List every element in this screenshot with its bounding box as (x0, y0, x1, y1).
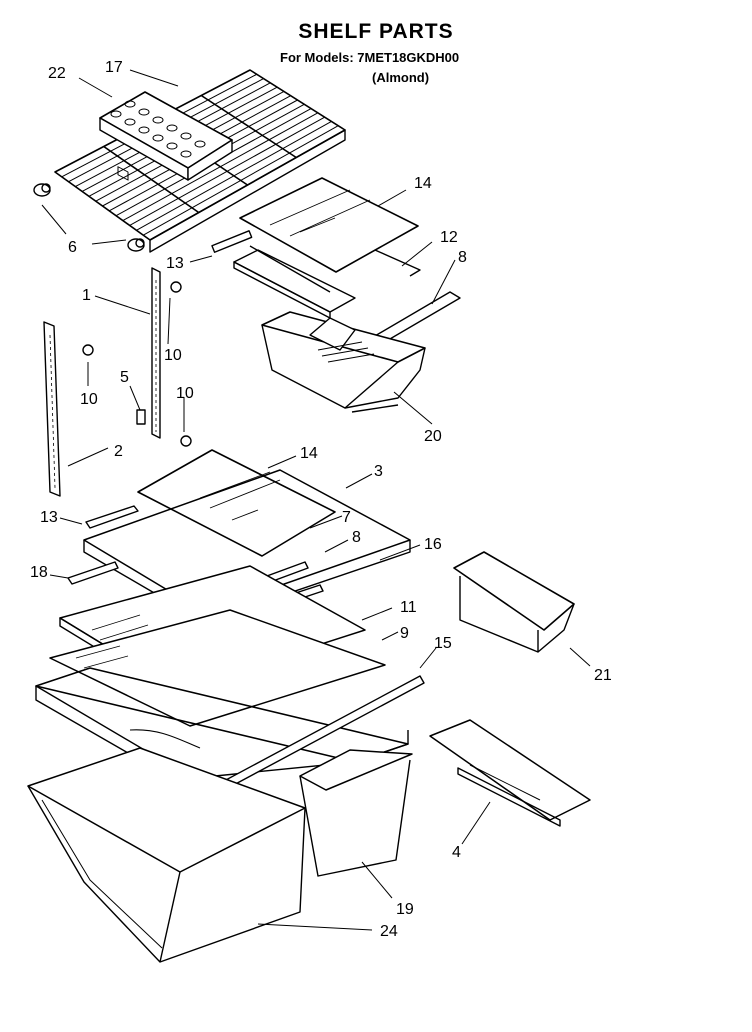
callout-10-left: 10 (80, 391, 98, 408)
callout-16: 16 (424, 536, 442, 553)
callout-12: 12 (440, 229, 458, 246)
crisper-lid-frame (49, 565, 386, 727)
callout-19: 19 (396, 901, 414, 918)
egg-cup (152, 134, 164, 142)
egg-cup (152, 116, 164, 124)
shelf-ladder-left (43, 321, 61, 497)
callout-21: 21 (594, 667, 612, 684)
shelf-crossbar (200, 94, 297, 159)
upper-glass-shelf (239, 177, 419, 273)
callout-22: 22 (48, 65, 66, 82)
egg-cup (138, 108, 150, 116)
callout-10-top: 10 (164, 347, 182, 364)
egg-cup (180, 132, 192, 140)
callout-5: 5 (120, 369, 129, 386)
color-line: (Almond) (372, 70, 430, 85)
diagram-title: SHELF PARTS (298, 20, 454, 43)
egg-cup (110, 110, 122, 118)
callout-1: 1 (82, 287, 91, 304)
egg-cup (180, 150, 192, 158)
door-bin (453, 551, 575, 653)
callout-24: 24 (380, 923, 398, 940)
callout-13-lower: 13 (40, 509, 58, 526)
callout-3: 3 (374, 463, 383, 480)
models-line: For Models: 7MET18GKDH00 (280, 50, 460, 65)
egg-cup (194, 140, 206, 148)
callout-8-upper: 8 (458, 249, 467, 266)
lower-glass-shelf (137, 449, 336, 557)
callout-7: 7 (342, 509, 351, 526)
egg-cup (124, 100, 136, 108)
egg-cup (138, 126, 150, 134)
crisper-control (429, 719, 591, 827)
egg-tray (99, 91, 233, 181)
shelf-peg (33, 183, 145, 252)
egg-cup (166, 142, 178, 150)
callout-2: 2 (114, 443, 123, 460)
callout-labels: 22 17 6 14 12 13 8 1 10 10 5 10 20 2 14 … (30, 59, 612, 940)
lower-crisper-drawer-large (27, 747, 306, 963)
callout-9: 9 (400, 625, 409, 642)
callout-15: 15 (434, 635, 452, 652)
callout-8-lower: 8 (352, 529, 361, 546)
callout-4: 4 (452, 844, 461, 861)
leader-lines (41, 69, 591, 931)
egg-cup (166, 124, 178, 132)
callout-17: 17 (105, 59, 123, 76)
upper-crisper-drawer (261, 291, 461, 413)
lower-crisper-drawer-small (299, 749, 413, 877)
callout-14-upper: 14 (414, 175, 432, 192)
shelf-ladder-right (151, 267, 161, 439)
callout-11: 11 (400, 599, 417, 616)
callout-18: 18 (30, 564, 48, 581)
callout-6: 6 (68, 239, 77, 256)
upper-shelf-frame (211, 230, 421, 319)
callout-10-bottom: 10 (176, 385, 194, 402)
callout-14-lower: 14 (300, 445, 318, 462)
ladder-screw (82, 281, 192, 447)
callout-13-upper: 13 (166, 255, 184, 272)
shelf-crossbar (103, 145, 200, 214)
callout-20: 20 (424, 428, 442, 445)
egg-cup (124, 118, 136, 126)
